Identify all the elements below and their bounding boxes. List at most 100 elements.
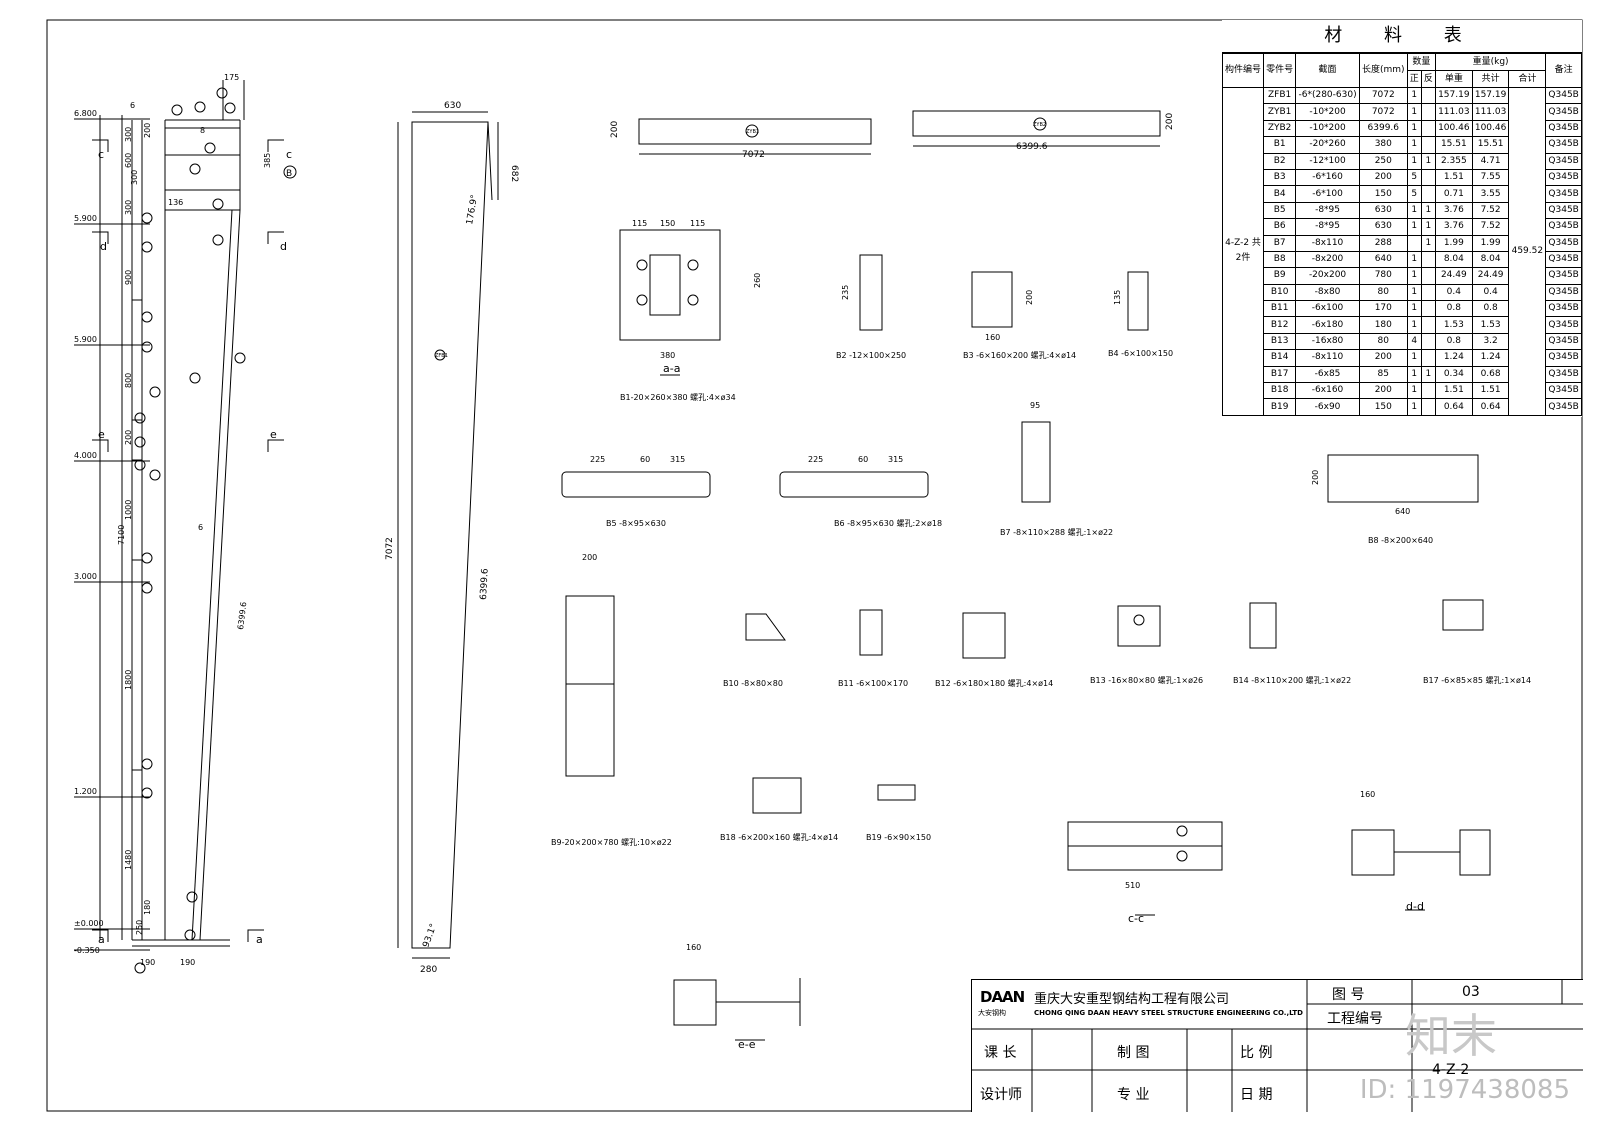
table-cell: -8*95 bbox=[1295, 218, 1360, 236]
table-cell: 8.04 bbox=[1434, 250, 1473, 269]
table-cell bbox=[1420, 382, 1436, 400]
part-tag: ZYB2 bbox=[1033, 122, 1046, 128]
level-text: -0.350 bbox=[74, 946, 100, 955]
part-caption: B11 -6×100×170 bbox=[838, 679, 908, 688]
drawing-no-label: 图 号 bbox=[1332, 987, 1365, 1003]
company-name-en: CHONG QING DAAN HEAVY STEEL STRUCTURE EN… bbox=[1034, 1009, 1303, 1017]
table-cell: -10*200 bbox=[1295, 103, 1360, 121]
dim-text: 190 bbox=[140, 958, 155, 967]
dim-text: 235 bbox=[841, 285, 850, 300]
table-cell: 0.4 bbox=[1434, 283, 1473, 302]
table-cell: 7.52 bbox=[1471, 218, 1510, 236]
table-cell: 7.55 bbox=[1471, 168, 1510, 187]
dim-text: 160 bbox=[1360, 790, 1375, 799]
table-cell: 100.46 bbox=[1434, 119, 1473, 138]
material-table-title: 材 料 表 bbox=[1222, 20, 1582, 53]
dim-text: 160 bbox=[686, 943, 701, 952]
table-cell: 3.76 bbox=[1434, 201, 1473, 220]
table-cell: 1.24 bbox=[1434, 349, 1473, 367]
col-length: 长度(mm) bbox=[1358, 53, 1408, 88]
dim-text: 135 bbox=[1113, 290, 1122, 305]
table-cell bbox=[1420, 300, 1436, 318]
table-cell: 157.19 bbox=[1434, 86, 1473, 105]
table-cell: Q345B bbox=[1545, 234, 1582, 252]
col-qty: 数量 bbox=[1406, 53, 1436, 71]
section-mark: c bbox=[98, 148, 104, 161]
table-cell: Q345B bbox=[1545, 103, 1582, 121]
dim-text: 250 bbox=[135, 920, 144, 935]
table-cell: 1.51 bbox=[1434, 168, 1473, 187]
table-cell: 200 bbox=[1358, 382, 1408, 400]
sum-weight: 459.52 bbox=[1508, 87, 1547, 416]
dim-text: 280 bbox=[420, 965, 437, 975]
table-cell: 1.51 bbox=[1471, 382, 1510, 400]
dim-text: 640 bbox=[1395, 507, 1410, 516]
part-details bbox=[561, 229, 1491, 1041]
dim-text: 260 bbox=[753, 273, 762, 288]
dim-text: 176.9° bbox=[465, 194, 480, 226]
table-cell: -6x90 bbox=[1295, 398, 1360, 416]
section-mark: d bbox=[280, 240, 287, 253]
dim-text: 200 bbox=[1165, 113, 1175, 130]
table-cell: B8 bbox=[1263, 250, 1297, 269]
level-text: ±0.000 bbox=[74, 919, 104, 928]
table-cell: 4 bbox=[1406, 332, 1422, 351]
dim-text: 6 bbox=[130, 101, 135, 110]
table-cell: 0.8 bbox=[1434, 332, 1473, 351]
part-caption: B10 -8×80×80 bbox=[723, 679, 783, 688]
watermark-logo: 知末 bbox=[1405, 1009, 1497, 1063]
col-member: 构件编号 bbox=[1221, 53, 1265, 88]
table-cell: 0.8 bbox=[1434, 300, 1473, 318]
part-caption: B12 -6×180×180 螺孔:4×ø14 bbox=[935, 678, 1053, 688]
table-cell: 1 bbox=[1406, 300, 1422, 318]
dim-text: 300 bbox=[124, 200, 133, 215]
table-cell bbox=[1420, 332, 1436, 351]
table-cell: 1.51 bbox=[1434, 382, 1473, 400]
table-cell: -6x100 bbox=[1295, 300, 1360, 318]
table-cell bbox=[1420, 185, 1436, 203]
table-cell: Q345B bbox=[1545, 300, 1582, 318]
table-cell: B18 bbox=[1263, 382, 1297, 400]
table-cell: 24.49 bbox=[1471, 267, 1510, 285]
table-cell: 7072 bbox=[1358, 103, 1408, 121]
table-cell: 157.19 bbox=[1471, 86, 1510, 105]
dim-text: 115 bbox=[690, 219, 705, 228]
table-cell: 150 bbox=[1358, 398, 1408, 416]
table-cell: 1 bbox=[1406, 136, 1422, 154]
col-sum-weight: 合计 bbox=[1508, 70, 1547, 88]
level-text: 5.900 bbox=[74, 214, 97, 223]
watermark-id: ID: 1197438085 bbox=[1359, 1075, 1570, 1105]
table-cell: Q345B bbox=[1545, 316, 1582, 334]
table-cell: B5 bbox=[1263, 201, 1297, 220]
table-cell: 640 bbox=[1358, 250, 1408, 269]
table-cell: 1.24 bbox=[1471, 349, 1510, 367]
table-cell: 2.355 bbox=[1434, 152, 1473, 170]
table-cell: 8.04 bbox=[1471, 250, 1510, 269]
material-table: 材 料 表 构件编号 零件号 截面 长度(mm) 数量 重量(kg) 备注 正 … bbox=[1221, 20, 1582, 417]
part-caption: B19 -6×90×150 bbox=[866, 833, 931, 842]
table-cell: 0.34 bbox=[1434, 365, 1473, 384]
title-block: DAAN 大安钢构 重庆大安重型钢结构工程有限公司 CHONG QING DAA… bbox=[971, 979, 1583, 1112]
table-cell bbox=[1420, 250, 1436, 269]
table-cell: 80 bbox=[1358, 332, 1408, 351]
dim-text: 315 bbox=[670, 455, 685, 464]
table-cell: Q345B bbox=[1545, 365, 1582, 384]
table-cell: 80 bbox=[1358, 283, 1408, 302]
col-qty-back: 反 bbox=[1420, 70, 1436, 88]
table-cell: 111.03 bbox=[1471, 103, 1510, 121]
table-cell: Q345B bbox=[1545, 382, 1582, 400]
member-label: 4-Z-2 共2件 bbox=[1221, 87, 1265, 416]
table-cell bbox=[1420, 267, 1436, 285]
company-logo-sub: 大安钢构 bbox=[978, 1009, 1006, 1017]
flange-plates bbox=[638, 110, 1161, 155]
dim-text: 225 bbox=[590, 455, 605, 464]
table-cell: 7072 bbox=[1358, 86, 1408, 105]
col-total-weight: 共计 bbox=[1471, 70, 1510, 88]
table-cell: 24.49 bbox=[1434, 267, 1473, 285]
dim-text: 7072 bbox=[385, 537, 395, 560]
